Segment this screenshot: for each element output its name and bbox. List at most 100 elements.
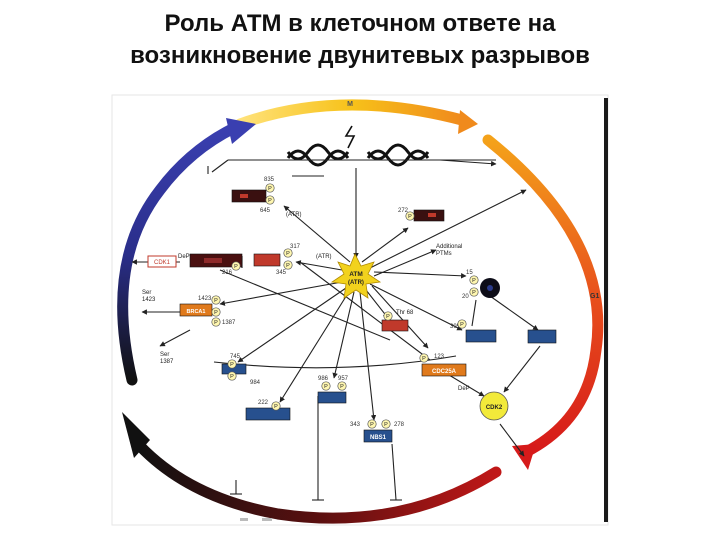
chk1-box[interactable] [381, 319, 409, 332]
chk2-box[interactable] [253, 253, 281, 267]
protein-box-top-left-mark [240, 194, 248, 198]
phospho-marker-label-5: P [286, 263, 290, 269]
atm-to-fancd2-arrow [279, 289, 351, 403]
phospho-marker-2 [265, 195, 275, 205]
phospho-marker-label-7: P [214, 298, 218, 304]
phospho-marker-label-11: P [472, 290, 476, 296]
right-edge-strip [604, 98, 608, 522]
phospho-marker-label-20: P [384, 422, 388, 428]
protein-nodes: CDK1 BRCA1 CDC25A CDK2 NBS1 [147, 189, 557, 443]
dna-helix-left-b [286, 143, 350, 161]
cycle-arrowhead-g1 [512, 444, 536, 470]
cdc25a-box[interactable] [421, 363, 467, 377]
p21-to-cdk2-arrow [503, 345, 541, 393]
site-835: 835 [264, 177, 275, 183]
phospho-marker-17 [337, 381, 347, 391]
cycle-arrowhead-s [122, 412, 150, 458]
p53-node-core [487, 285, 493, 291]
phospho-marker-14 [227, 359, 237, 369]
phospho-marker-label-21: P [422, 356, 426, 362]
phospho-marker-21 [419, 353, 429, 363]
nbs1-label: NBS1 [370, 435, 387, 441]
cycle-arrowhead-g2 [226, 118, 256, 144]
atm-star-shape [330, 253, 382, 299]
mdm2-box[interactable] [465, 329, 497, 343]
site-216: 216 [222, 270, 233, 276]
phospho-marker-label-10: P [472, 278, 476, 284]
cycle-arc-m [234, 99, 468, 130]
atm-to-nbs1-arrow [359, 291, 377, 421]
p53-to-p21-arrow [489, 295, 539, 331]
protein-box-272-mark [428, 213, 436, 217]
protein-box-cyclin-mark [204, 258, 222, 263]
cycle-arc-g2 [117, 122, 240, 386]
atm-to-brca1-arrow [219, 281, 343, 306]
site-645: 645 [260, 208, 271, 214]
nbs1-inhibition-stem [391, 443, 397, 501]
top-inhibition-left-stem [211, 159, 229, 173]
phospho-marker-4 [283, 248, 293, 258]
atm-to-chk2-arrow [295, 260, 343, 271]
atm-to-chk-top-arrow [283, 205, 351, 263]
site-222: 222 [258, 400, 269, 406]
phospho-marker-7 [211, 295, 221, 305]
phospho-marker-label-3: P [408, 214, 412, 220]
title-line-1: Роль АТМ в клеточном ответе на [164, 10, 556, 37]
site-labels: (ATR) (ATR) Additional PTMs DeP DeP Ser … [142, 177, 473, 428]
atm-label: ATM [349, 271, 363, 278]
chk-crossing-line [219, 269, 391, 341]
phase-label-m: M [347, 101, 353, 108]
phospho-marker-16 [321, 381, 331, 391]
dep-label-right: DeP [458, 386, 470, 392]
thr68-label: Thr 68 [396, 310, 414, 316]
phospho-marker-label-15: P [230, 374, 234, 380]
atr-label-middle: (ATR) [316, 254, 332, 260]
top-right-arrow [439, 159, 497, 167]
site-345: 345 [276, 270, 287, 276]
cdk2-node[interactable] [479, 391, 509, 421]
p53-to-mdm2-line [471, 299, 477, 327]
chk2-to-cdc25a-line [299, 261, 431, 361]
phase-label-g1: G1 [590, 293, 599, 300]
phospho-marker-label-4: P [286, 251, 290, 257]
site-745: 745 [230, 354, 241, 360]
cdk2-label: CDK2 [486, 405, 503, 411]
cycle-arc-g1 [482, 134, 604, 458]
fancd2-box[interactable] [245, 407, 291, 421]
site-957: 957 [338, 376, 349, 382]
dna-helix-right-b [366, 143, 430, 161]
phospho-marker-12 [383, 311, 393, 321]
p21-box[interactable] [527, 329, 557, 344]
atm-to-ptms-arrow [373, 249, 437, 277]
site-1387: 1387 [222, 320, 236, 326]
atm-to-p53-arrow [373, 271, 467, 279]
site-20: 20 [462, 294, 469, 300]
cdc25a-label: CDC25A [432, 369, 457, 375]
nbs1-box[interactable] [363, 429, 393, 443]
phospho-marker-15 [227, 371, 237, 381]
phospho-marker-6 [231, 261, 241, 271]
phospho-marker-label-8: P [214, 310, 218, 316]
atm-node: ATM (ATR) [330, 253, 382, 299]
phospho-marker-label-18: P [274, 404, 278, 410]
dep-label-left: DeP [178, 254, 190, 260]
cdk1-box[interactable] [147, 255, 177, 268]
smc1-box[interactable] [317, 391, 347, 404]
phospho-marker-label-13: P [460, 322, 464, 328]
ser1423-label-2: 1423 [142, 297, 156, 303]
phospho-marker-label-2: P [268, 198, 272, 204]
break-lightning-icon [344, 125, 356, 149]
atm-to-cdc25a-arrow [371, 285, 429, 349]
ser1423-label-1: Ser [142, 290, 151, 296]
cdk1-label: CDK1 [154, 260, 171, 266]
phospho-marker-18 [271, 401, 281, 411]
phospho-marker-19 [367, 419, 377, 429]
site-984: 984 [250, 380, 261, 386]
site-986: 986 [318, 376, 329, 382]
site-15: 15 [466, 270, 473, 276]
slide-title: Роль АТМ в клеточном ответе на возникнов… [0, 8, 720, 72]
cell-cycle-ring: M G1 [117, 99, 604, 524]
atm-atr-label: (ATR) [348, 280, 364, 286]
cycle-arc-s [134, 440, 502, 524]
